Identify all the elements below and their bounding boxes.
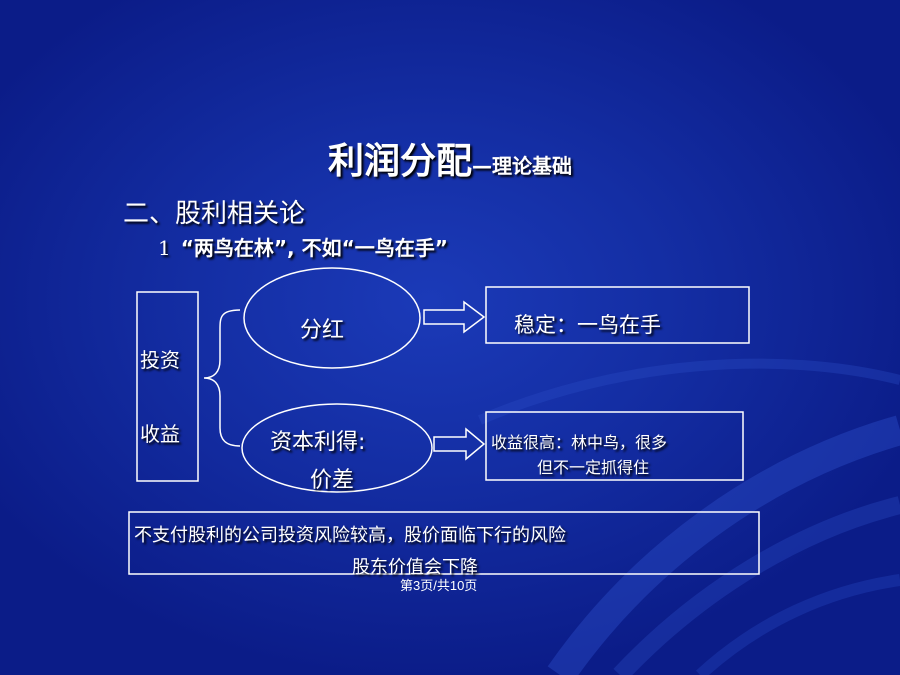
high-return-result-box <box>485 411 744 481</box>
subheading: 1 “两鸟在林”, 不如“一鸟在手” <box>158 232 448 261</box>
high-return-line1: 收益很高：林中鸟，很多 <box>491 433 668 452</box>
investment-label: 投资 <box>140 348 180 372</box>
subheading-number: 1 <box>158 236 171 260</box>
slide-title: 利润分配—理论基础 <box>0 132 900 184</box>
capital-gain-label: 资本利得: <box>270 430 366 455</box>
conclusion-line1: 不支付股利的公司投资风险较高，股价面临下行的风险 <box>134 525 566 546</box>
section-heading: 二、股利相关论 <box>123 199 306 229</box>
top-arrow <box>423 300 486 334</box>
stable-result-text: 稳定：一鸟在手 <box>514 313 661 337</box>
title-sub: —理论基础 <box>472 154 572 178</box>
investment-return-box <box>136 291 199 482</box>
return-label: 收益 <box>140 422 180 446</box>
conclusion-box <box>128 511 760 575</box>
brace-connector <box>203 309 241 447</box>
bottom-arrow <box>433 427 486 461</box>
high-return-line2: 但不一定抓得住 <box>537 458 650 477</box>
price-difference-label: 价差 <box>310 468 355 493</box>
title-main: 利润分配 <box>327 141 472 182</box>
stable-result-box <box>485 286 750 344</box>
capital-gain-ellipse <box>241 403 433 493</box>
subheading-text: “两鸟在林”, 不如“一鸟在手” <box>180 236 448 260</box>
dividend-label: 分红 <box>300 318 345 343</box>
page-caption: 第3页/共10页 <box>400 578 478 593</box>
dividend-ellipse <box>243 267 421 369</box>
conclusion-line2: 股东价值会下降 <box>352 557 478 578</box>
